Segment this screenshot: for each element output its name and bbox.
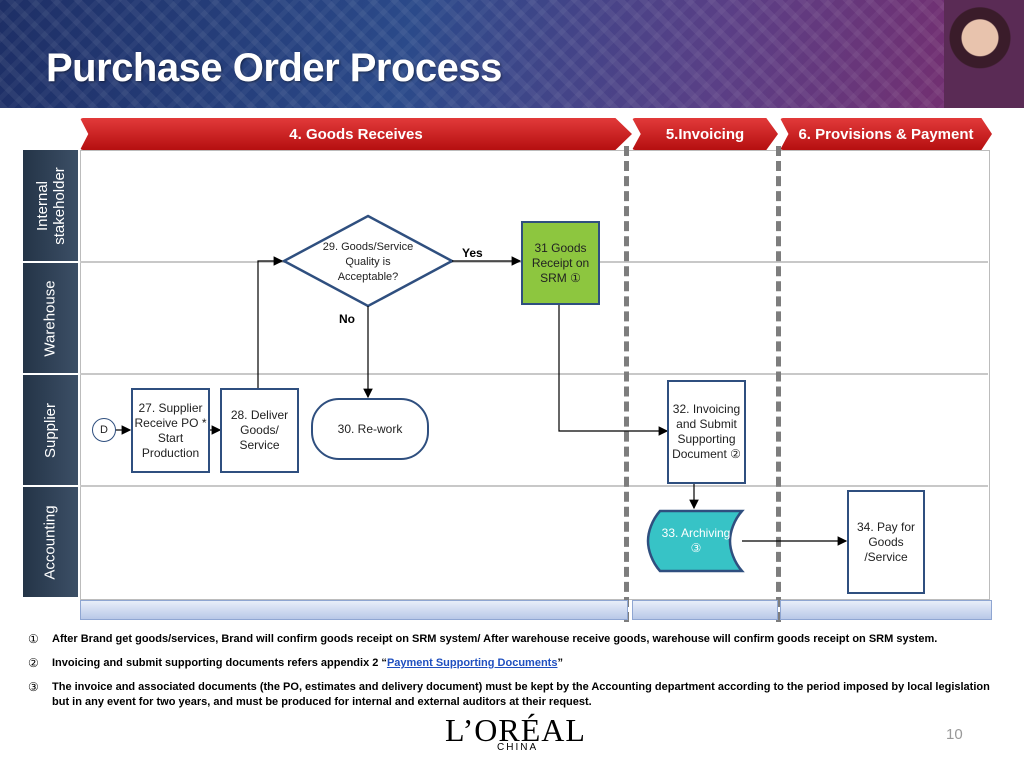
swimlane-frame <box>80 150 990 600</box>
archive-document-shape <box>646 509 745 573</box>
lane-row-supplier <box>80 375 988 487</box>
edge-label-yes: Yes <box>462 246 483 260</box>
note-2-mark: ② <box>28 656 39 670</box>
edge-label-no: No <box>339 312 355 326</box>
phase-footer-1 <box>80 600 628 620</box>
note-3-mark: ③ <box>28 680 39 694</box>
node-27-supplier-receive-po: 27. Supplier Receive PO * Start Producti… <box>131 388 210 473</box>
note-1-text: After Brand get goods/services, Brand wi… <box>52 633 938 645</box>
page-title: Purchase Order Process <box>46 46 502 90</box>
lane-label-warehouse: Warehouse <box>23 263 78 373</box>
note-1-mark: ① <box>28 632 39 646</box>
note-2: Invoicing and submit supporting document… <box>52 656 992 671</box>
header-texture <box>0 0 1024 108</box>
node-31-goods-receipt-srm: 31 Goods Receipt on SRM ① <box>521 221 600 305</box>
header-model-photo <box>944 0 1024 108</box>
phase-footer-3 <box>780 600 992 620</box>
phase-divider-1 <box>624 146 629 622</box>
lane-row-warehouse <box>80 263 988 375</box>
page-number: 10 <box>946 726 963 743</box>
node-28-deliver-goods: 28. Deliver Goods/ Service <box>220 388 299 473</box>
arrow-28-to-29 <box>257 256 284 389</box>
lane-label-internal: Internal stakeholder <box>23 150 78 261</box>
node-32-invoicing: 32. Invoicing and Submit Supporting Docu… <box>667 380 746 484</box>
node-30-rework: 30. Re-work <box>311 398 429 460</box>
phase-invoicing: 5.Invoicing <box>632 118 778 150</box>
note-2-suffix: ” <box>557 657 563 669</box>
connector-d: D <box>92 418 116 442</box>
loreal-logo: L’ORÉAL <box>445 712 586 748</box>
phase-divider-2 <box>776 146 781 622</box>
lane-label-accounting: Accounting <box>23 487 78 597</box>
lane-label-supplier: Supplier <box>23 375 78 485</box>
node-33-archiving: 33. Archiving ③ <box>661 526 731 555</box>
note-3-text: The invoice and associated documents (th… <box>52 681 990 708</box>
node-34-pay-for-goods: 34. Pay for Goods /Service <box>847 490 925 594</box>
payment-supporting-documents-link[interactable]: Payment Supporting Documents <box>386 657 558 669</box>
phase-goods-receives: 4. Goods Receives <box>80 118 632 150</box>
phase-footer-2 <box>632 600 778 620</box>
phase-provisions-payment: 6. Provisions & Payment <box>780 118 992 150</box>
note-2-prefix: Invoicing and submit supporting document… <box>52 657 387 669</box>
loreal-logo-sub: CHINA <box>497 742 539 753</box>
arrow-31-to-32 <box>558 303 669 436</box>
node-29-quality-decision: 29. Goods/Service Quality is Acceptable? <box>322 240 414 283</box>
header-banner <box>0 0 1024 108</box>
arrow-32-to-33 <box>689 481 705 510</box>
